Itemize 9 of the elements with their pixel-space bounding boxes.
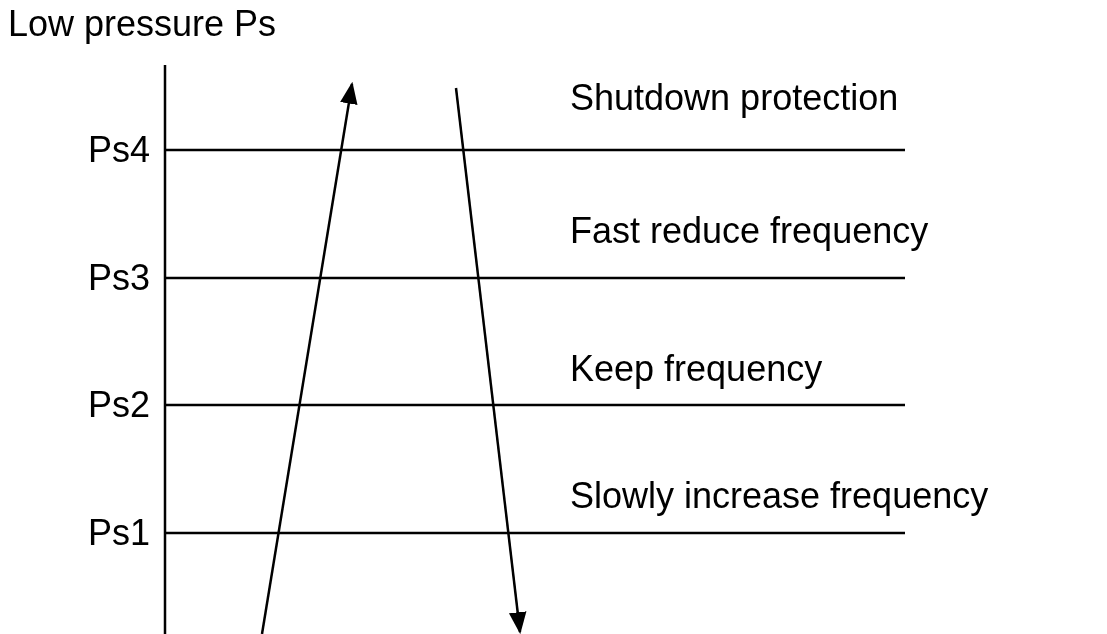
zone-label: Shutdown protection: [570, 80, 899, 116]
level-label: Ps1: [87, 515, 150, 551]
zone-label: Keep frequency: [570, 351, 823, 387]
level-label: Ps3: [87, 260, 150, 296]
level-label: Ps4: [87, 132, 150, 168]
zone-label: Fast reduce frequency: [570, 213, 929, 249]
zone-label: Slowly increase frequency: [570, 478, 989, 514]
level-label: Ps2: [87, 387, 150, 423]
axis-title: Low pressure Ps: [8, 6, 277, 42]
